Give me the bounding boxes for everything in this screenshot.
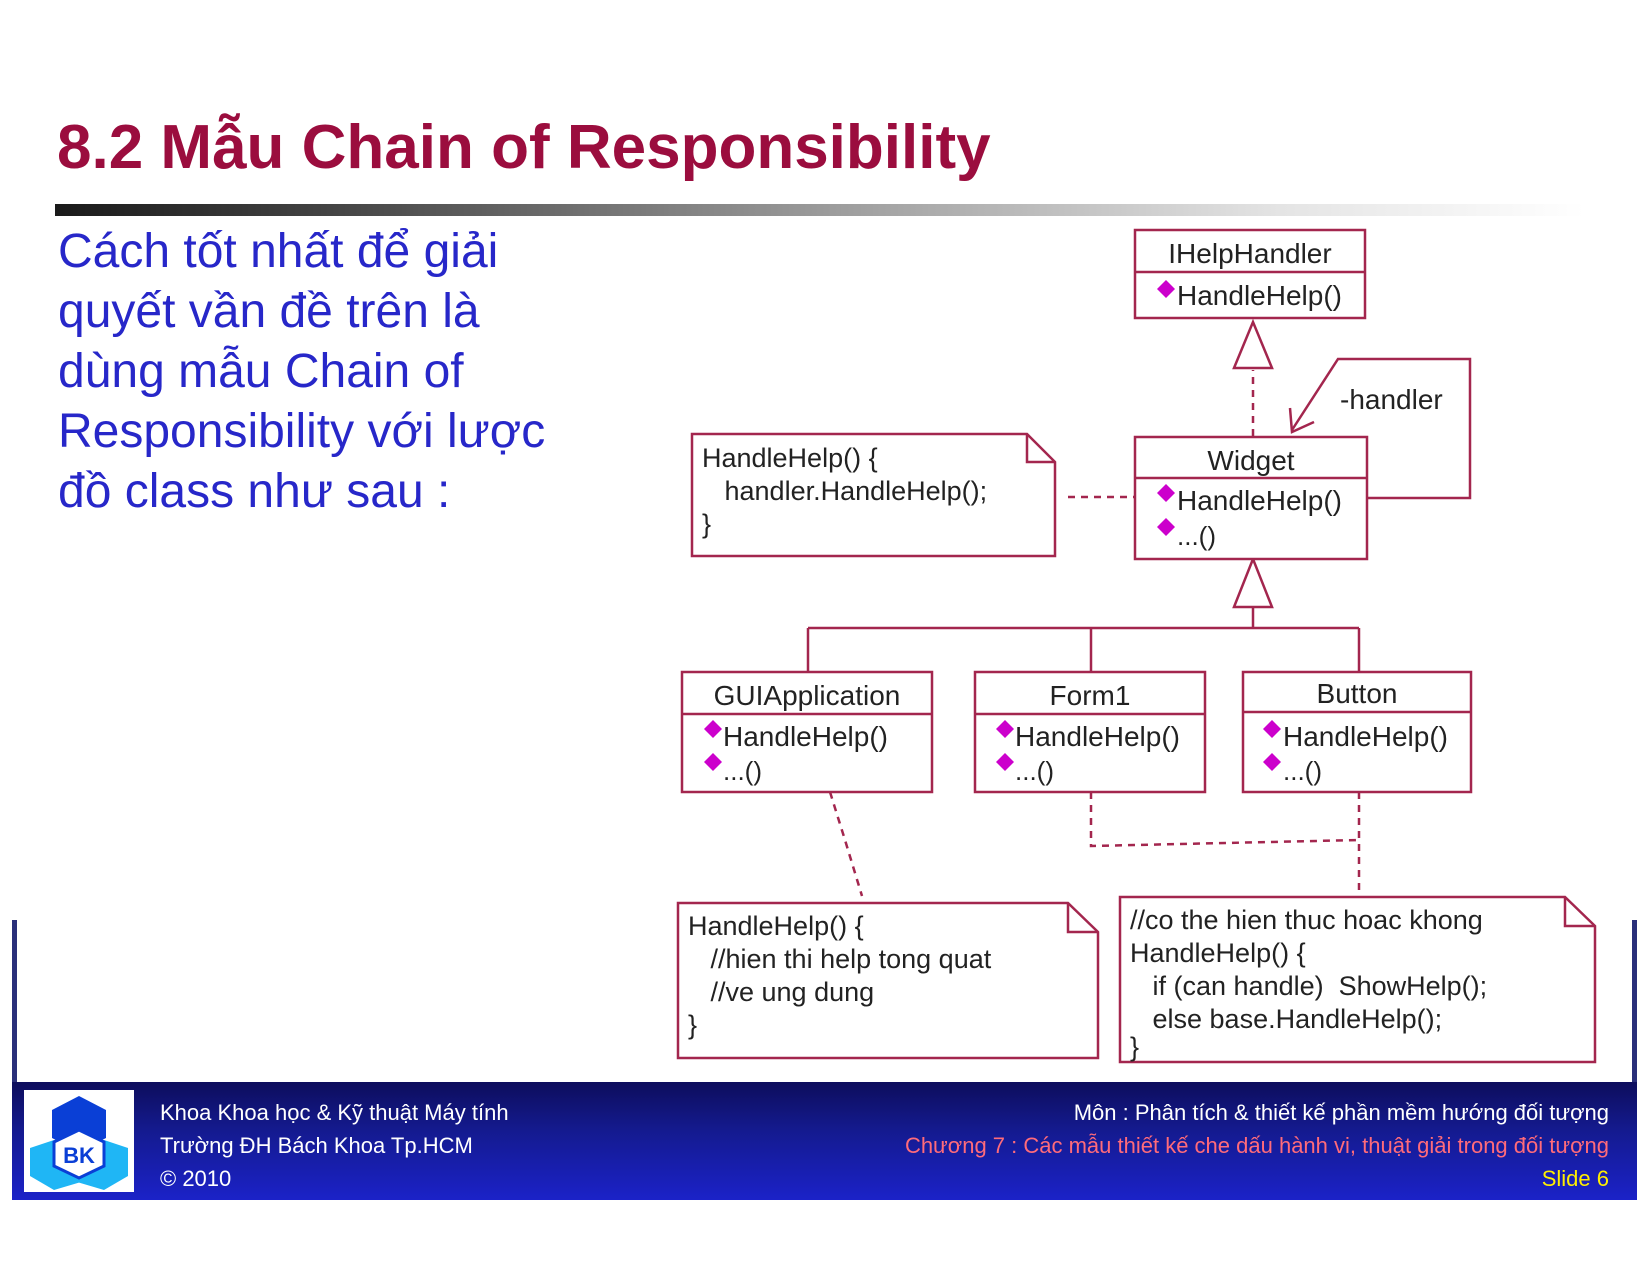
- logo-text: BK: [63, 1143, 95, 1168]
- note-line: if (can handle) ShowHelp();: [1130, 971, 1487, 1001]
- class-operation: ...(): [723, 756, 762, 786]
- operation-icon: [1263, 720, 1281, 738]
- frame-edge-right: [1632, 920, 1637, 1082]
- class-operation: HandleHelp(): [723, 721, 888, 752]
- footer-institution: Khoa Khoa học & Kỹ thuật Máy tính Trường…: [160, 1096, 509, 1195]
- note-link-gui: [828, 791, 864, 897]
- note-line: //hien thi help tong quat: [688, 944, 992, 974]
- note-line: handler.HandleHelp();: [702, 476, 987, 506]
- footer-department: Khoa Khoa học & Kỹ thuật Máy tính: [160, 1100, 509, 1125]
- note-line: HandleHelp() {: [702, 443, 878, 473]
- intro-text: Cách tốt nhất để giải quyết vần đề trên …: [58, 222, 618, 522]
- operation-icon: [1157, 484, 1175, 502]
- bk-logo-icon: BK: [30, 1096, 128, 1190]
- class-operation: ...(): [1283, 756, 1322, 786]
- operation-icon: [1157, 280, 1175, 298]
- frame-edge-left: [12, 920, 17, 1082]
- note-line: //co the hien thuc hoac khong: [1130, 905, 1483, 935]
- connectors: [806, 318, 1472, 897]
- intro-line: quyết vần đề trên là: [58, 285, 480, 338]
- note-widget: HandleHelp() { handler.HandleHelp(); }: [690, 432, 1057, 558]
- class-name: Widget: [1207, 445, 1294, 476]
- note-line: }: [1130, 1032, 1139, 1062]
- slide-title: 8.2 Mẫu Chain of Responsibility: [57, 113, 991, 182]
- class-operation: HandleHelp(): [1177, 485, 1342, 516]
- note-line: }: [688, 1010, 697, 1040]
- class-guiapplication: GUIApplication HandleHelp() ...(): [680, 670, 934, 794]
- class-operation: ...(): [1015, 756, 1054, 786]
- operation-icon: [996, 753, 1014, 771]
- note-line: else base.HandleHelp();: [1130, 1004, 1442, 1034]
- note-line: HandleHelp() {: [1130, 938, 1306, 968]
- class-widget: Widget HandleHelp() ...(): [1133, 435, 1369, 561]
- class-name: Form1: [1050, 680, 1131, 711]
- class-operation: HandleHelp(): [1177, 280, 1342, 311]
- class-name: IHelpHandler: [1168, 238, 1331, 269]
- slide-footer: BK Khoa Khoa học & Kỹ thuật Máy tính Trư…: [12, 1082, 1637, 1200]
- note-guiapplication: HandleHelp() { //hien thi help tong quat…: [676, 901, 1100, 1060]
- class-name: Button: [1317, 678, 1398, 709]
- intro-line: đồ class như sau :: [58, 465, 451, 518]
- note-line: HandleHelp() {: [688, 911, 864, 941]
- class-operation: HandleHelp(): [1015, 721, 1180, 752]
- operation-icon: [704, 720, 722, 738]
- footer-copyright: © 2010: [160, 1166, 232, 1191]
- handler-arrowhead: [1288, 407, 1315, 434]
- note-link-form-button: [1089, 792, 1360, 848]
- intro-line: dùng mẫu Chain of: [58, 345, 464, 398]
- footer-university: Trường ĐH Bách Khoa Tp.HCM: [160, 1133, 473, 1158]
- footer-slide-number: Slide 6: [1541, 1166, 1609, 1191]
- handler-association: [1290, 357, 1472, 500]
- note-line: }: [702, 509, 711, 539]
- title-divider: [55, 204, 1585, 216]
- class-form1: Form1 HandleHelp() ...(): [973, 670, 1207, 794]
- class-button: Button HandleHelp() ...(): [1241, 670, 1473, 794]
- footer-chapter: Chương 7 : Các mẫu thiết kế che dấu hành…: [904, 1133, 1609, 1158]
- generalization-arrowhead: [1232, 555, 1274, 609]
- intro-line: Responsibility với lược: [58, 405, 546, 458]
- class-ihelphandler: IHelpHandler HandleHelp(): [1133, 228, 1367, 320]
- handler-label: -handler: [1340, 384, 1443, 415]
- operation-icon: [996, 720, 1014, 738]
- footer-course-info: Môn : Phân tích & thiết kế phần mềm hướn…: [905, 1096, 1609, 1195]
- note-form-button: //co the hien thuc hoac khong HandleHelp…: [1118, 895, 1597, 1064]
- bk-logo: BK: [24, 1090, 134, 1192]
- class-operation: HandleHelp(): [1283, 721, 1448, 752]
- intro-line: Cách tốt nhất để giải: [58, 225, 499, 278]
- class-name: GUIApplication: [714, 680, 901, 711]
- footer-course: Môn : Phân tích & thiết kế phần mềm hướn…: [1073, 1100, 1609, 1125]
- realization-arrowhead: [1232, 318, 1274, 370]
- operation-icon: [1263, 753, 1281, 771]
- operation-icon: [1157, 518, 1175, 536]
- note-line: //ve ung dung: [688, 977, 874, 1007]
- operation-icon: [704, 753, 722, 771]
- class-operation: ...(): [1177, 521, 1216, 551]
